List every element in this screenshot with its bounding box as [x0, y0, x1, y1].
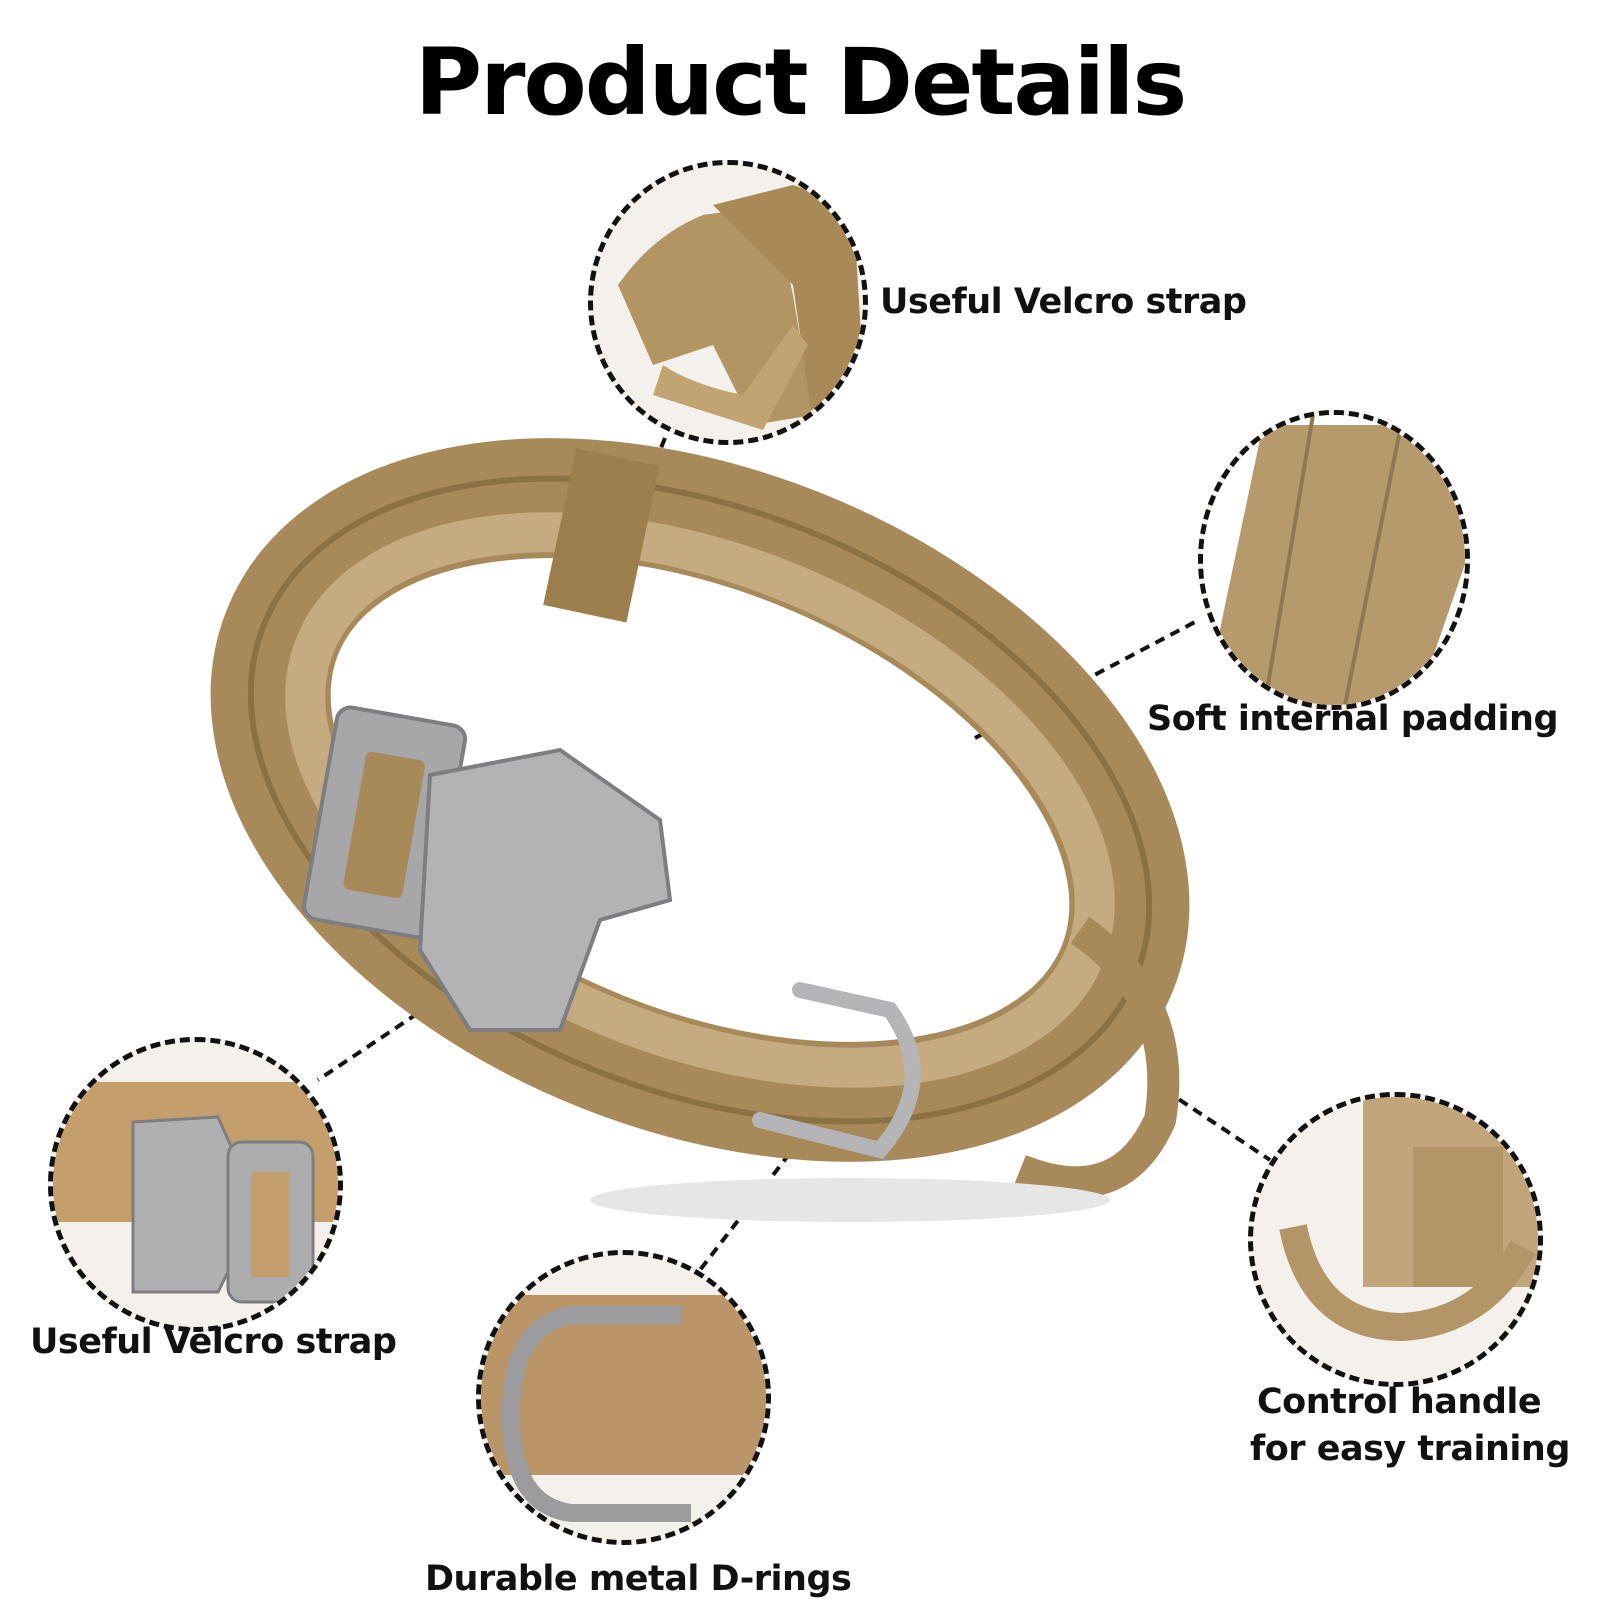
buckle-closeup-icon [53, 1082, 338, 1304]
d-ring-closeup-icon [481, 1295, 766, 1522]
buckle-circle [48, 1037, 343, 1332]
callout-label-padding: Soft internal padding [1147, 699, 1559, 739]
callout-label-handle-line1: Control handle [1257, 1382, 1542, 1422]
shadow [590, 1178, 1110, 1222]
callout-label-buckle: Useful Velcro strap [30, 1322, 397, 1362]
d-ring-icon [752, 982, 921, 1159]
padding-circle [1198, 410, 1470, 710]
velcro-top-circle [588, 160, 868, 445]
d-ring-circle [476, 1250, 771, 1545]
buckle-icon [302, 705, 673, 1032]
callout-label-handle-line2: for easy training [1250, 1429, 1570, 1469]
callout-label-velcro-top: Useful Velcro strap [880, 282, 1247, 322]
callout-label-d-ring: Durable metal D-rings [425, 1559, 852, 1599]
handle-circle [1248, 1092, 1543, 1387]
handle-closeup-icon [1279, 1097, 1538, 1342]
collar-icon [210, 438, 1190, 1199]
padding-closeup-icon [1203, 415, 1465, 705]
velcro-strap-closeup-icon [618, 185, 863, 430]
page-title: Product Details [414, 29, 1188, 136]
